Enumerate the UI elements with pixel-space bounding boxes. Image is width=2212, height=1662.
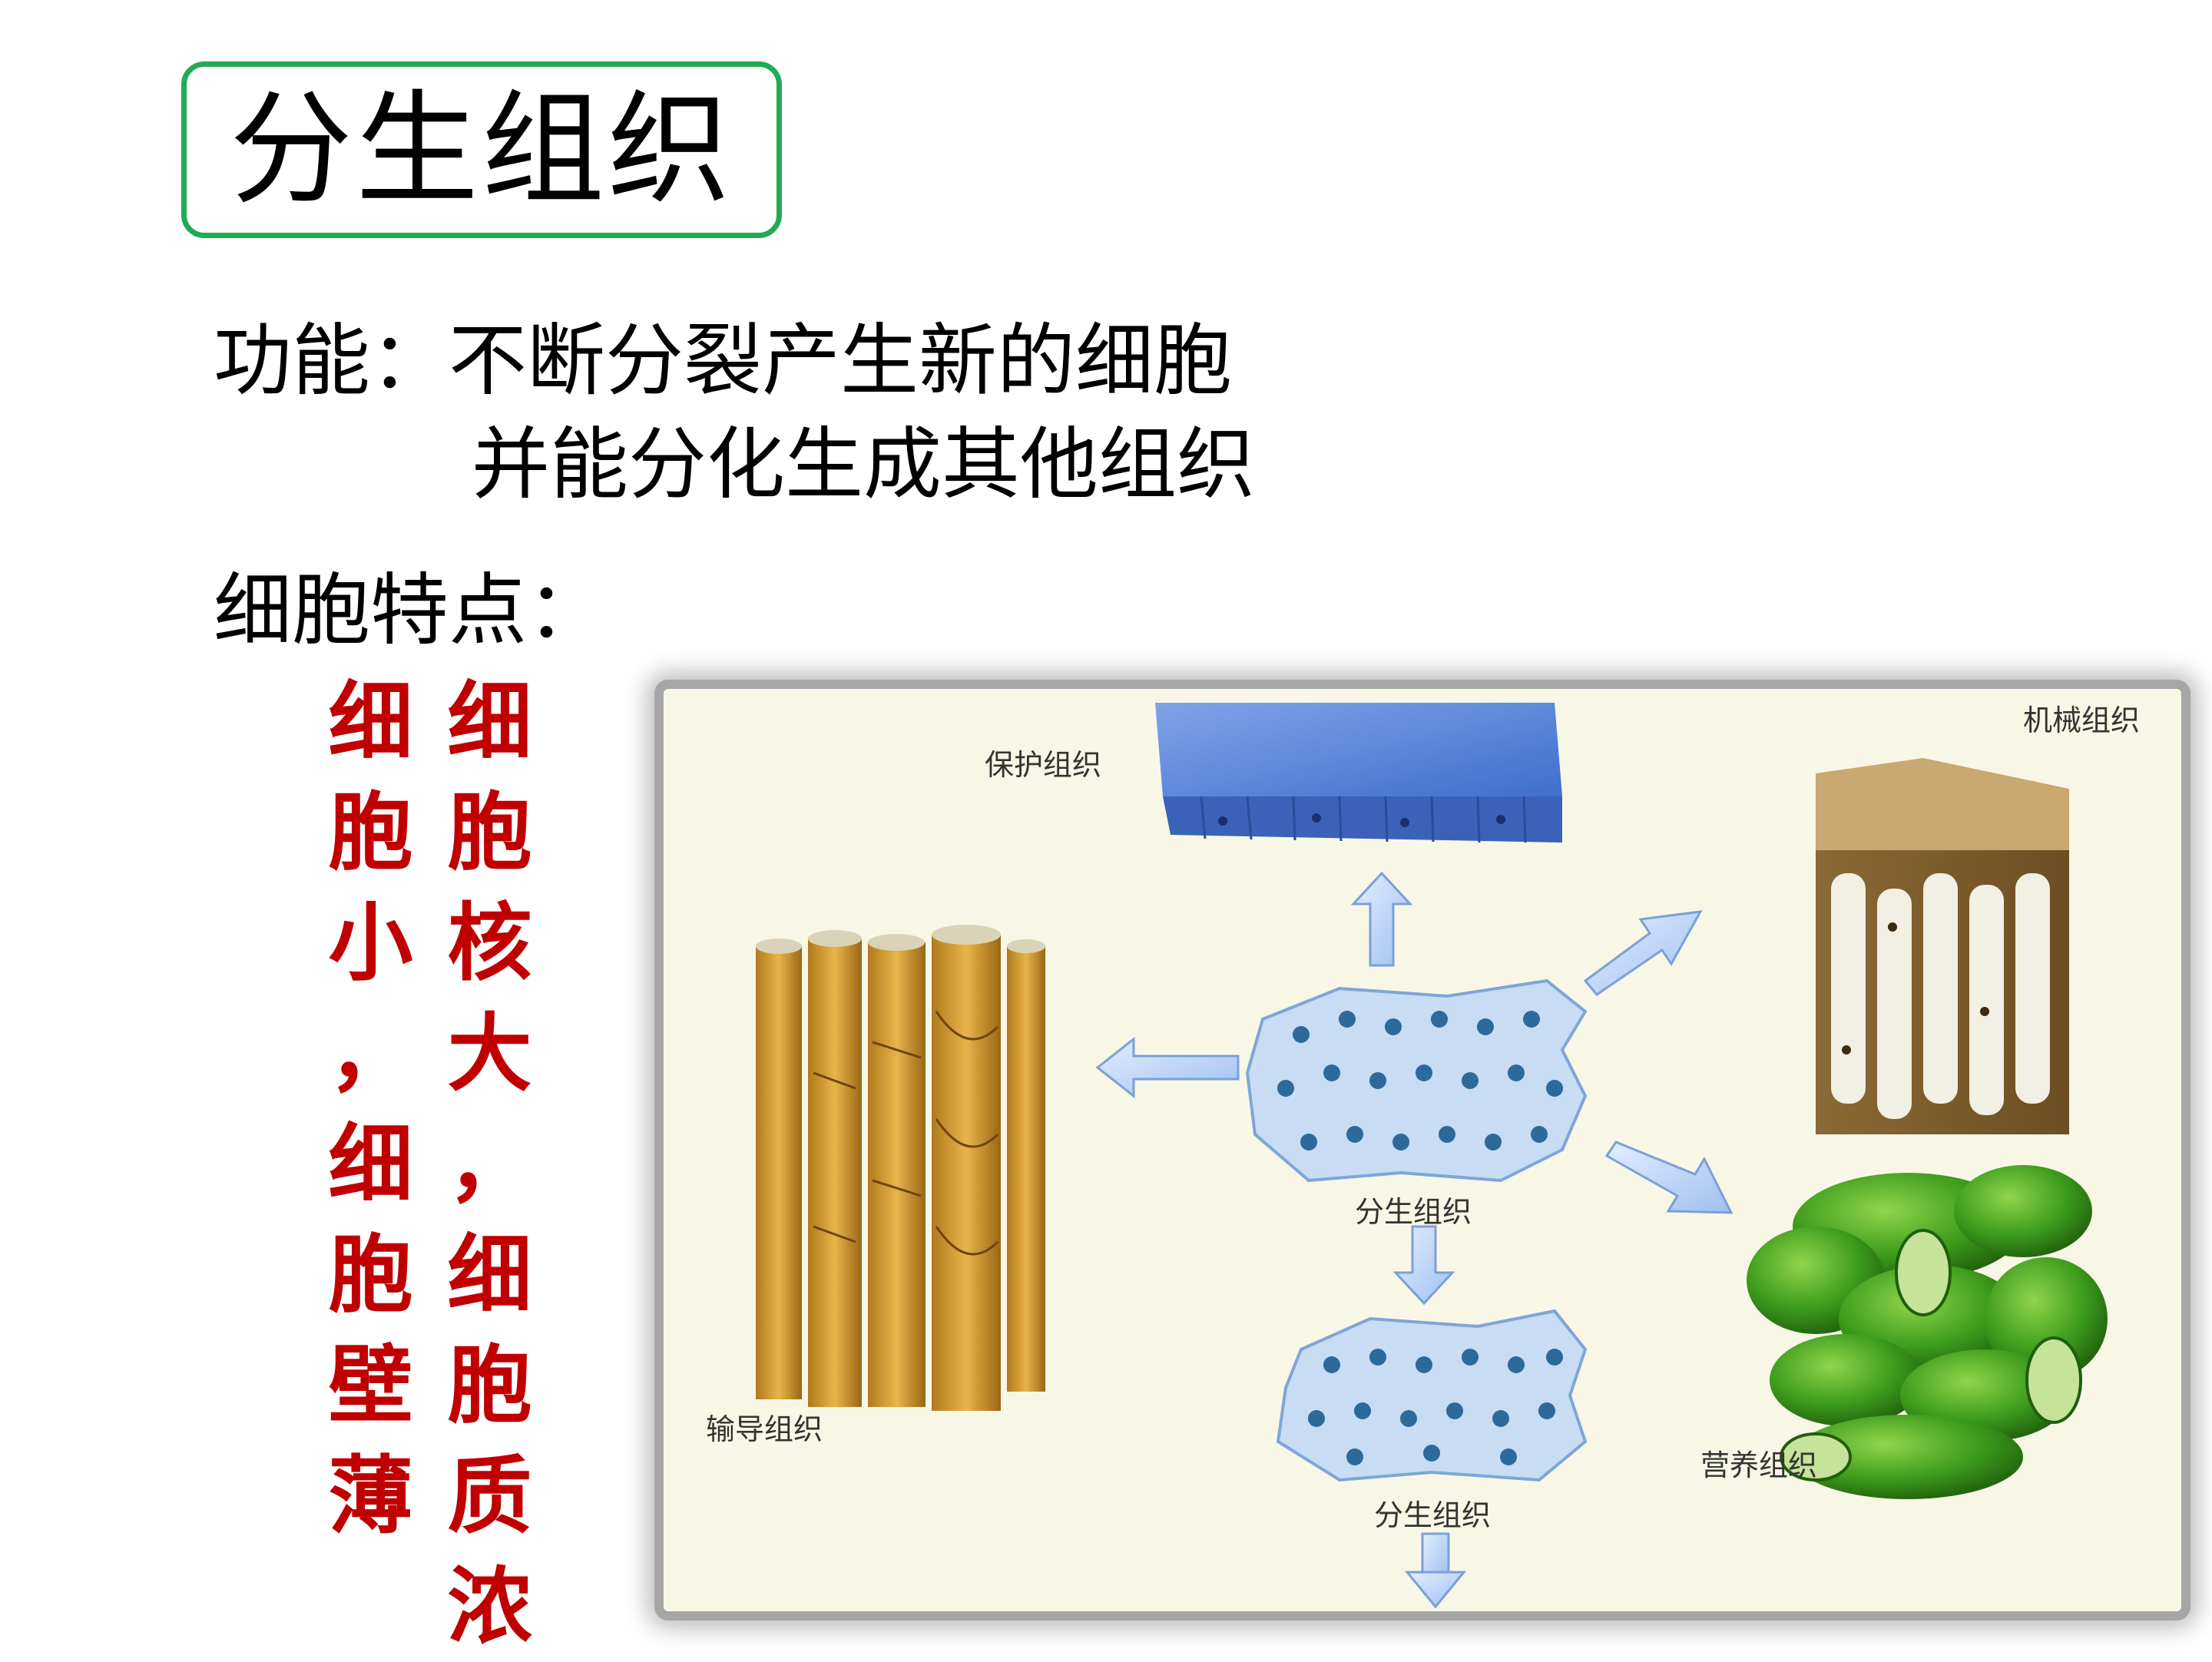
arrow-up-icon (1350, 871, 1413, 967)
tissue-diagram: 保护组织 机械组织 输导组织 分生组织 分生组织 营养组织 (654, 680, 2190, 1621)
label-protective-tissue: 保护组织 (985, 748, 1102, 782)
feature-char: 胞 (328, 783, 413, 882)
label-mechanical-tissue: 机械组织 (2023, 704, 2141, 737)
meristem-cluster-center (1245, 978, 1588, 1183)
features-right-column: 细 胞 核 大 ， 细 胞 质 浓 (445, 667, 534, 1662)
feature-char: 胞 (328, 1225, 413, 1324)
arrow-down-right-icon (1604, 1141, 1734, 1214)
title-box: 分生组织 (181, 61, 782, 238)
arrow-down-bottom-icon (1404, 1532, 1467, 1609)
feature-char: 薄 (328, 1446, 413, 1545)
feature-char: 质 (447, 1446, 532, 1545)
arrow-left-icon (1095, 1036, 1240, 1099)
label-meristem-center: 分生组织 (1355, 1195, 1472, 1229)
feature-char: 小 (328, 893, 413, 992)
function-line-1: 功能：不断分裂产生新的细胞 (214, 316, 1232, 407)
feature-char: ， (328, 1004, 413, 1103)
feature-char: 细 (328, 672, 413, 771)
features-left-column: 细 胞 小 ， 细 胞 壁 薄 (326, 667, 415, 1551)
protective-tissue-image (1155, 703, 1562, 843)
feature-char: 细 (447, 1225, 532, 1324)
nutritive-tissue-image (1747, 1165, 2108, 1499)
page-title: 分生组织 (229, 78, 733, 221)
feature-char: 细 (328, 1114, 413, 1213)
feature-char: 胞 (447, 783, 532, 882)
meristem-cluster-bottom (1276, 1309, 1588, 1482)
mechanical-tissue-image (1816, 758, 2069, 1134)
label-conducting-tissue: 输导组织 (706, 1412, 823, 1446)
feature-char: 胞 (447, 1336, 532, 1435)
feature-char: 浓 (447, 1557, 532, 1656)
feature-char: ， (447, 1114, 532, 1213)
conducting-tissue-image (756, 925, 1045, 1411)
tissue-diagram-art (756, 703, 2108, 1609)
function-line-2: 并能分化生成其他组织 (472, 419, 1255, 511)
features-heading: 细胞特点： (214, 565, 605, 657)
arrow-down-icon (1392, 1225, 1455, 1306)
feature-char: 大 (447, 1004, 532, 1103)
feature-char: 核 (447, 893, 532, 992)
label-meristem-bottom: 分生组织 (1374, 1498, 1492, 1532)
label-nutritive-tissue: 营养组织 (1700, 1448, 1818, 1482)
feature-char: 壁 (328, 1336, 413, 1435)
arrow-up-right-icon (1583, 910, 1703, 997)
feature-char: 细 (447, 672, 532, 771)
